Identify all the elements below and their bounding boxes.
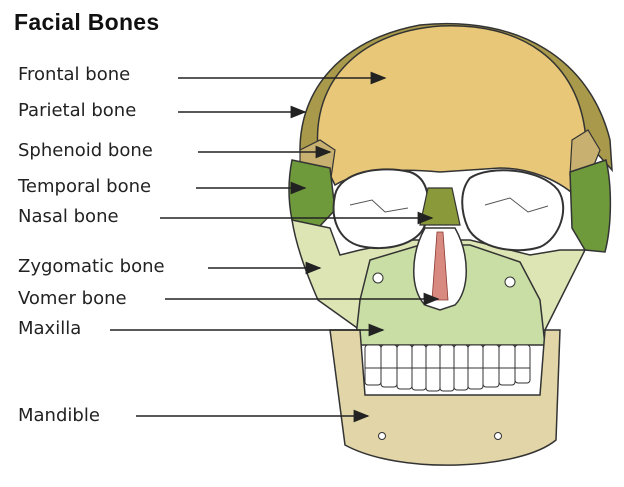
label-maxilla: Maxilla [18, 318, 81, 340]
label-zygomatic-bone: Zygomatic bone [18, 256, 165, 278]
teeth [365, 345, 530, 391]
label-nasal-bone: Nasal bone [18, 206, 119, 228]
diagram-title: Facial Bones [14, 9, 160, 36]
right-orbit [462, 170, 563, 250]
label-frontal-bone: Frontal bone [18, 64, 130, 86]
label-vomer-bone: Vomer bone [18, 288, 127, 310]
label-temporal-bone: Temporal bone [18, 176, 151, 198]
label-sphenoid-bone: Sphenoid bone [18, 140, 153, 162]
label-parietal-bone: Parietal bone [18, 100, 136, 122]
temporal-bone-shape-right [570, 160, 610, 252]
label-mandible: Mandible [18, 405, 100, 427]
